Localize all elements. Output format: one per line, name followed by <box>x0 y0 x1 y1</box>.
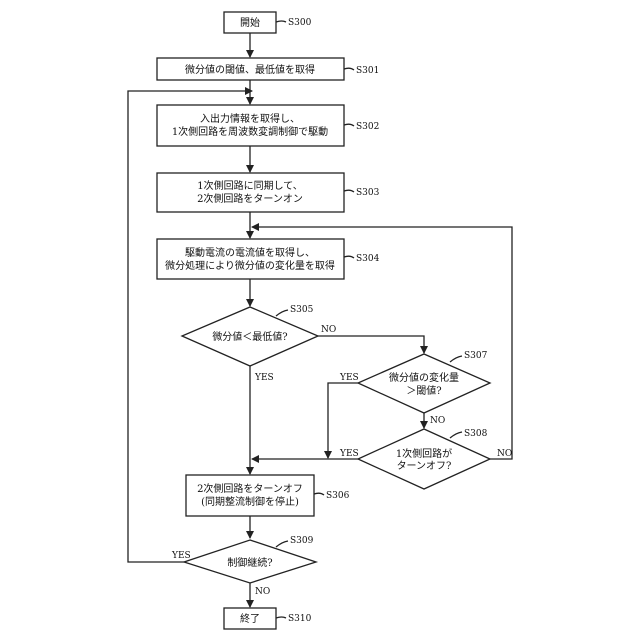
step-id-s309: S309 <box>290 536 314 546</box>
step-id-s310: S310 <box>288 614 312 624</box>
step-id-s308: S308 <box>464 429 488 439</box>
step-id-s302: S302 <box>356 122 379 132</box>
decision-s305: 微分値＜最低値? S305 NO YES <box>182 305 336 383</box>
s306-label-line-1: 2次側回路をターンオフ <box>197 482 303 495</box>
start-label: 開始 <box>240 16 260 29</box>
s307-label-line-1: 微分値の変化量 <box>389 371 459 384</box>
decision-s309: 制御継続? S309 YES NO <box>171 536 316 597</box>
s301-label-line-1: 微分値の閾値、最低値を取得 <box>185 63 315 76</box>
process-s303: 1次側回路に同期して、 2次側回路をターンオン S303 <box>157 173 380 212</box>
s309-no-label: NO <box>255 587 270 597</box>
process-s302: 入出力情報を取得し、 1次側回路を周波数変調制御で駆動 S302 <box>157 105 379 146</box>
s308-label-line-1: 1次側回路が <box>396 447 452 460</box>
s306-label-line-2: (同期整流制御を停止) <box>201 495 299 508</box>
s305-yes-label: YES <box>254 373 274 383</box>
step-id-s304: S304 <box>356 254 380 264</box>
s305-label-line-1: 微分値＜最低値? <box>212 330 287 343</box>
s307-no-label: NO <box>430 416 445 426</box>
step-id-s303: S303 <box>356 188 380 198</box>
step-id-s307: S307 <box>464 351 488 361</box>
decision-s307: 微分値の変化量 ＞閾値? S307 YES NO <box>339 351 490 426</box>
s309-yes-label: YES <box>171 551 191 561</box>
s308-yes-label: YES <box>339 449 359 459</box>
s305-no-label: NO <box>321 325 336 335</box>
s307-yes-label: YES <box>339 373 359 383</box>
s308-no-label: NO <box>497 449 512 459</box>
s308-label-line-2: ターンオフ? <box>397 460 452 472</box>
process-s304: 駆動電流の電流値を取得し、 微分処理により微分値の変化量を取得 S304 <box>157 239 380 279</box>
step-id-s300: S300 <box>288 18 312 28</box>
step-id-s305: S305 <box>290 305 314 315</box>
s309-label-line-1: 制御継続? <box>227 556 272 569</box>
s303-label-line-1: 1次側回路に同期して、 <box>197 179 303 192</box>
decision-s308: 1次側回路が ターンオフ? S308 YES NO <box>339 429 512 489</box>
step-id-s306: S306 <box>326 491 350 501</box>
step-id-s301: S301 <box>356 66 379 76</box>
end-label: 終了 <box>240 612 260 625</box>
s304-label-line-2: 微分処理により微分値の変化量を取得 <box>165 259 335 272</box>
process-s301: 微分値の閾値、最低値を取得 S301 <box>157 58 379 80</box>
process-s306: 2次側回路をターンオフ (同期整流制御を停止) S306 <box>186 475 350 516</box>
s302-label-line-2: 1次側回路を周波数変調制御で駆動 <box>172 125 328 138</box>
s304-label-line-1: 駆動電流の電流値を取得し、 <box>185 246 315 259</box>
start-node: 開始 S300 <box>224 12 312 33</box>
s307-label-line-2: ＞閾値? <box>406 384 441 397</box>
s303-label-line-2: 2次側回路をターンオン <box>197 192 303 205</box>
end-node: 終了 S310 <box>224 608 312 629</box>
s302-label-line-1: 入出力情報を取得し、 <box>200 112 300 125</box>
